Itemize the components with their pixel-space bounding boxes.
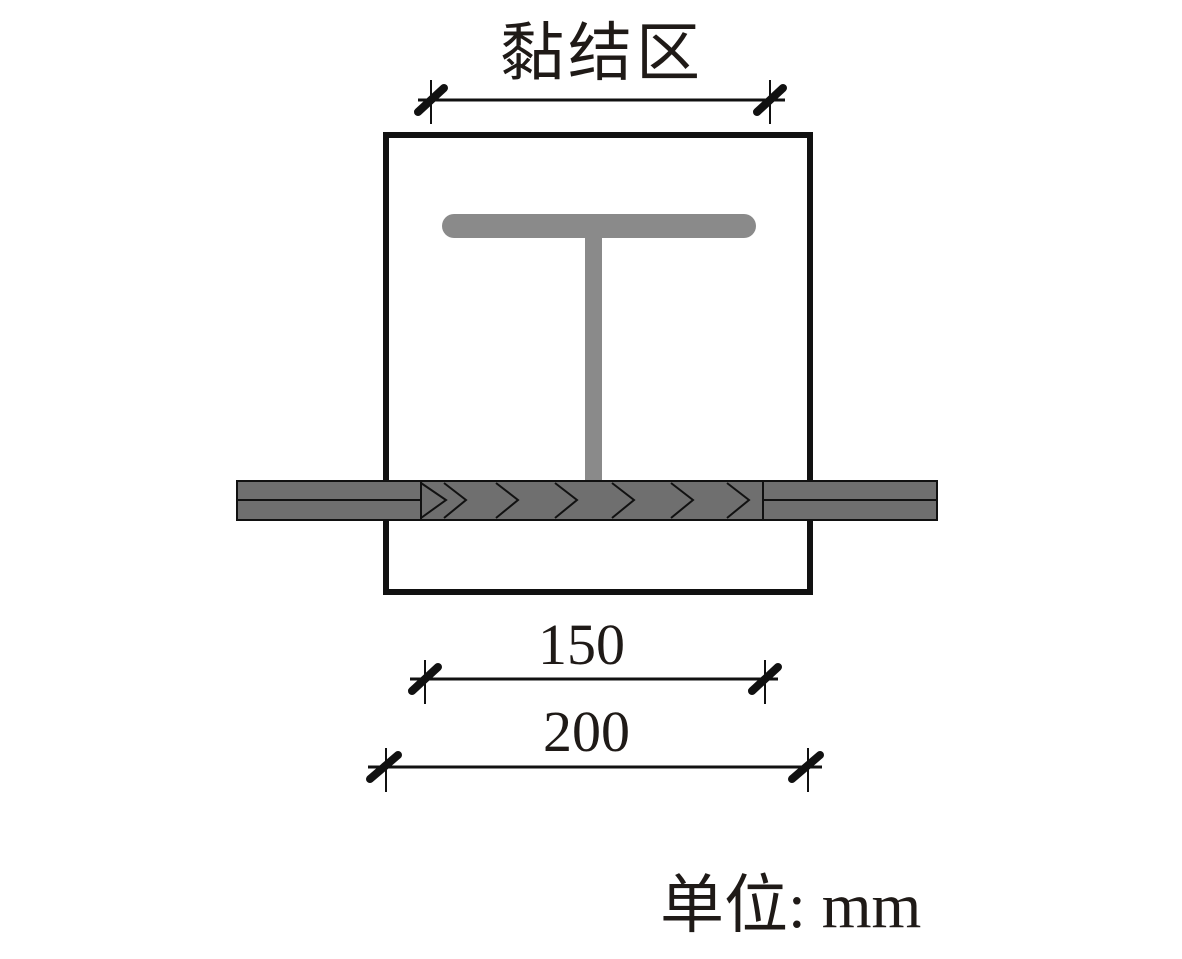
rebar — [236, 480, 938, 521]
dimension-150-label: 150 — [538, 612, 625, 677]
unit-label: 单位: mm — [660, 870, 922, 941]
bond-zone-dimension — [414, 80, 787, 124]
bond-zone-label: 黏结区 — [500, 17, 704, 91]
steel-section — [442, 214, 756, 482]
dimension-150 — [408, 660, 782, 704]
rebar-rib-chevrons — [420, 482, 751, 519]
dimension-200-label: 200 — [543, 699, 630, 764]
rebar-bonded-segment — [420, 480, 764, 521]
dimension-200 — [366, 748, 824, 792]
bond-zone-left-tick — [414, 84, 448, 116]
steel-web — [585, 230, 602, 482]
bond-zone-right-tick — [753, 84, 787, 116]
